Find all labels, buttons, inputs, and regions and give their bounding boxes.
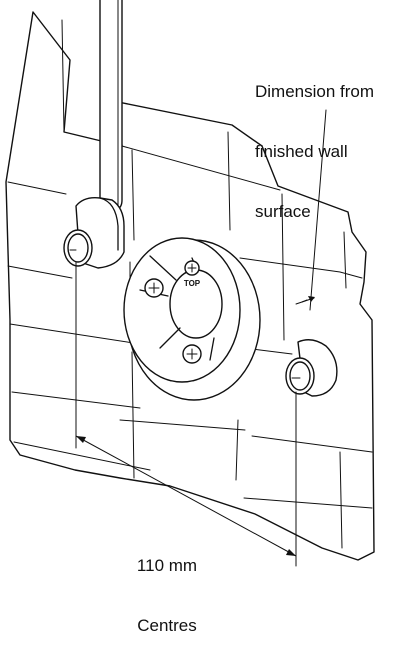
centres-line-1: 110 mm (136, 556, 198, 575)
centres-dimension (75, 261, 297, 567)
screw-icon (182, 344, 202, 364)
wall-plate: TOP (123, 237, 261, 401)
centres-line-2: Centres (137, 616, 197, 635)
left-connector (63, 196, 125, 269)
tile-grout-lines (7, 19, 373, 549)
wall-dimension-line-2: finished wall (255, 142, 348, 161)
top-marking: TOP (184, 279, 201, 288)
wall-dimension-leader (295, 109, 327, 311)
wall-plate-installation-diagram: TOP (5, 0, 375, 567)
riser-pipe (99, 0, 123, 214)
wall-dimension-line-3: surface (255, 202, 311, 221)
screw-icon (144, 278, 164, 298)
screw-icon (184, 260, 200, 276)
centres-dimension-label: 110 mm Centres (112, 516, 222, 656)
wall-dimension-line-1: Dimension from (255, 82, 375, 101)
wall-dimension-label: Dimension from finished wall surface (255, 42, 405, 242)
right-connector (285, 339, 338, 397)
